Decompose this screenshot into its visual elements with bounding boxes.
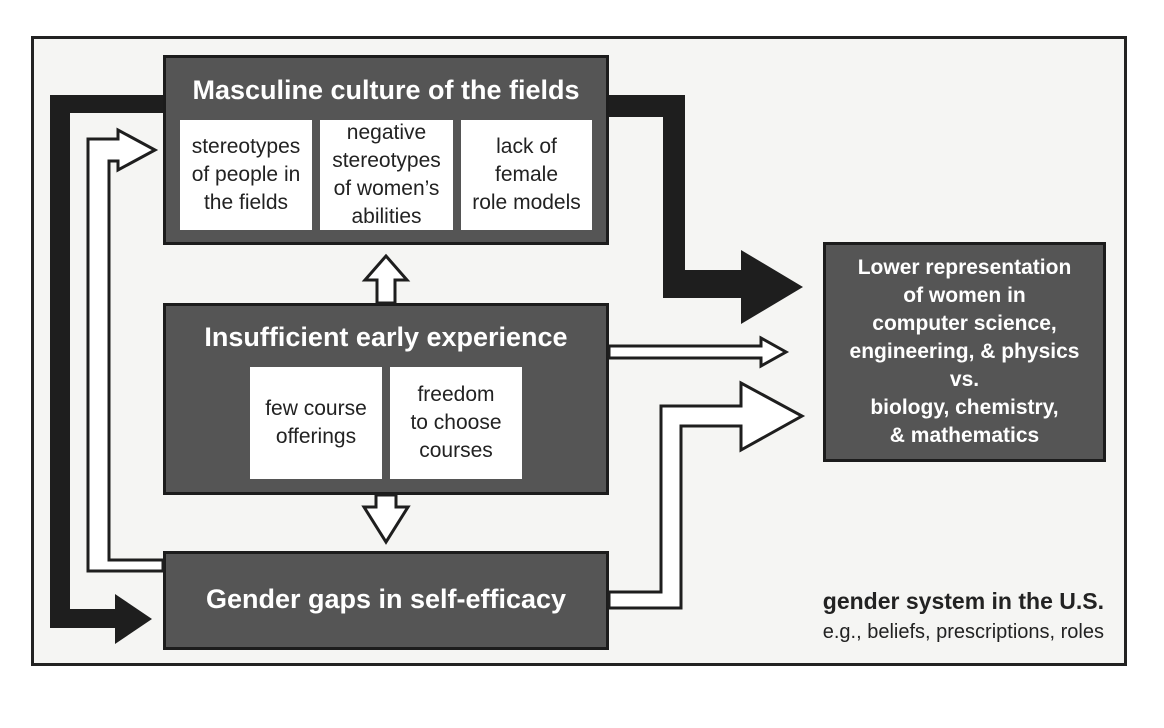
text-line: vs. (949, 368, 980, 391)
text-line: of women’s (333, 177, 440, 200)
text-line: to choose (410, 411, 502, 434)
few-courses-box: few course offerings (250, 367, 382, 479)
text-line: offerings (275, 425, 357, 448)
early-culture-double-arrow (361, 253, 411, 305)
text-line: & mathematics (889, 424, 1040, 447)
text-line: engineering, & physics (849, 340, 1080, 363)
early-experience-title: Insufficient early experience (204, 322, 568, 352)
gender-gaps-title: Gender gaps in self-efficacy (205, 584, 567, 614)
text-line: stereotypes (191, 135, 301, 158)
role-models-box: lack of female role models (461, 120, 592, 230)
text-line: computer science, (872, 312, 1057, 335)
text-line: abilities (351, 205, 422, 228)
text-line: stereotypes (332, 149, 441, 172)
text-line: role models (472, 191, 581, 214)
masculine-culture-title: Masculine culture of the fields (192, 75, 580, 105)
stereotypes-people-box: stereotypes of people in the fields (180, 120, 312, 230)
text-line: the fields (203, 191, 289, 214)
legend-subtitle: e.g., beliefs, prescriptions, roles (822, 621, 1104, 643)
text-line: biology, chemistry, (870, 396, 1059, 419)
text-line: of people in (191, 163, 301, 186)
text-line: courses (419, 439, 493, 462)
text-line: negative (346, 121, 427, 144)
early-experience-box: Insufficient early experience few course… (163, 303, 609, 495)
early-to-outcome-arrow (607, 335, 790, 369)
early-gaps-double-arrow (361, 493, 411, 545)
text-line: Lower representation (857, 256, 1072, 279)
text-line: of women in (903, 284, 1026, 307)
culture-to-outcome-arrow (609, 95, 803, 324)
outcome-box: Lower representation of women in compute… (823, 242, 1106, 462)
text-line: lack of (496, 135, 557, 158)
gaps-to-culture-arrow (86, 127, 165, 573)
text-line: few course (265, 397, 367, 420)
freedom-courses-box: freedom to choose courses (390, 367, 522, 479)
gaps-to-outcome-arrow (607, 380, 806, 610)
masculine-culture-box: Masculine culture of the fields stereoty… (163, 55, 609, 245)
text-line: freedom (417, 383, 495, 406)
negative-stereotypes-box: negative stereotypes of women’s abilitie… (320, 120, 453, 230)
legend-title: gender system in the U.S. (822, 588, 1104, 614)
culture-to-gaps-arrow (50, 95, 163, 644)
text-line: female (494, 163, 559, 186)
gender-gaps-box: Gender gaps in self-efficacy (163, 551, 609, 650)
